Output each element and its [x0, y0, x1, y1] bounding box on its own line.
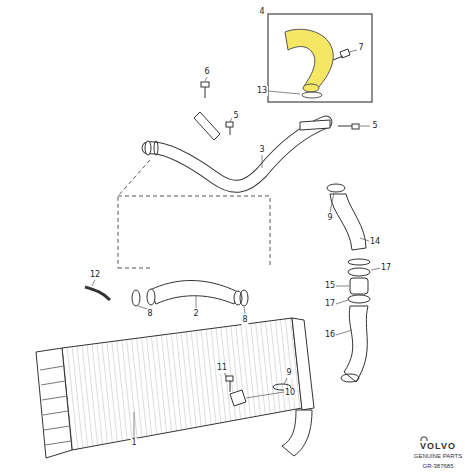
callout-number: 1	[130, 438, 137, 448]
callout-number: 10	[284, 388, 296, 398]
callout-number: 17	[324, 299, 336, 309]
callout-number: 16	[324, 330, 336, 340]
callout-number: 7	[357, 43, 364, 53]
callout-number: 4	[258, 7, 265, 17]
callout-number: 13	[256, 86, 268, 96]
intercooler	[62, 318, 302, 450]
callout-number: 5	[232, 111, 239, 121]
brand-tagline: GENUINE PARTS	[413, 451, 463, 461]
callout-number: 12	[89, 270, 101, 280]
callout-number: 15	[324, 281, 336, 291]
callout-number: 8	[241, 315, 248, 325]
callout-number: 9	[285, 368, 292, 378]
callout-number: 5	[371, 121, 378, 131]
highlight-frame	[268, 14, 372, 102]
callout-number: 9	[326, 213, 333, 223]
callout-number: 3	[258, 145, 265, 155]
callout-number: 11	[216, 363, 228, 373]
callout-number: 17	[380, 263, 392, 273]
drawing-number: GR-387685	[421, 461, 454, 471]
hose-4	[285, 29, 333, 88]
callout-number: 2	[192, 309, 199, 319]
callout-number: 8	[146, 309, 153, 319]
callout-number: 14	[369, 237, 381, 247]
brand-logo: VOLVO	[419, 441, 457, 451]
callout-number: 6	[203, 67, 210, 77]
bracket	[194, 112, 220, 140]
